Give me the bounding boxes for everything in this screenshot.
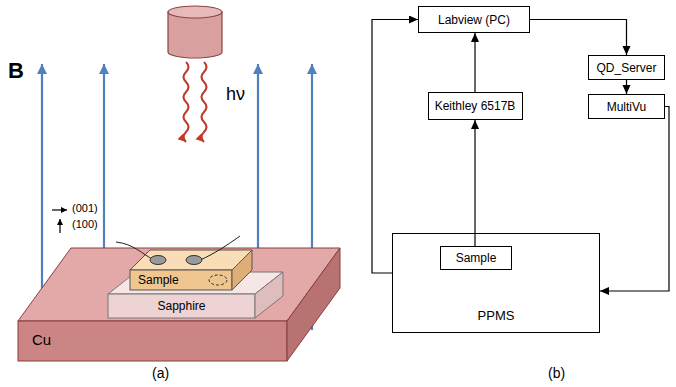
axis-label: (001)	[72, 202, 98, 215]
lamp-top	[168, 6, 222, 18]
copper-block: Cu Sapphire Sample	[18, 248, 340, 361]
box-label: PPMS	[393, 308, 599, 324]
side-face	[255, 272, 283, 318]
top-face	[130, 250, 252, 270]
part-label: Sample	[138, 272, 179, 288]
software-box: MultiVu	[588, 94, 665, 119]
axis-arrow	[59, 219, 60, 233]
panel-label: (b)	[548, 365, 565, 382]
axis-arrow	[52, 209, 67, 210]
box-label: Sample	[456, 250, 497, 266]
signal-connector	[600, 107, 669, 292]
panel-label: (a)	[152, 365, 169, 382]
axis-label: (100)	[72, 218, 98, 231]
lead-wire	[116, 242, 154, 260]
front-face	[18, 321, 287, 361]
box-label: MultiVu	[607, 99, 647, 115]
signal-connector	[474, 33, 475, 92]
front-face	[108, 294, 255, 318]
light-beams	[184, 62, 207, 142]
box-label: Keithley 6517B	[435, 98, 516, 114]
ppms-box: PPMS Sample	[392, 233, 600, 333]
sample-crystal: Sample	[130, 250, 252, 290]
axis-arrows	[52, 210, 67, 233]
sapphire-plate: Sapphire Sample	[108, 272, 283, 318]
electrode	[150, 256, 166, 265]
signal-connector	[474, 120, 475, 246]
electrode	[186, 256, 202, 265]
sample-box: Sample	[440, 246, 512, 270]
part-label: Cu	[32, 332, 51, 348]
part-label: Sapphire	[108, 298, 255, 314]
wavy-beam	[202, 62, 207, 142]
signal-connector	[626, 80, 627, 94]
pc-box: Labview (PC)	[418, 6, 530, 33]
signal-connector	[530, 20, 627, 56]
front-face	[130, 270, 232, 290]
top-face	[18, 248, 340, 321]
hidden-electrode	[209, 275, 227, 285]
box-label: Labview (PC)	[438, 12, 510, 28]
electrometer-box: Keithley 6517B	[428, 92, 523, 120]
field-symbol: B	[8, 58, 24, 84]
light-source	[168, 6, 222, 58]
server-box: QD_Server	[588, 55, 665, 80]
box-label: QD_Server	[596, 60, 656, 76]
photon-symbol: hν	[226, 84, 245, 106]
side-face	[287, 248, 340, 361]
wavy-beam	[184, 62, 189, 142]
lead-wire	[200, 236, 240, 260]
lamp-body	[168, 12, 222, 58]
signal-connector	[372, 20, 418, 274]
side-face	[232, 250, 252, 290]
